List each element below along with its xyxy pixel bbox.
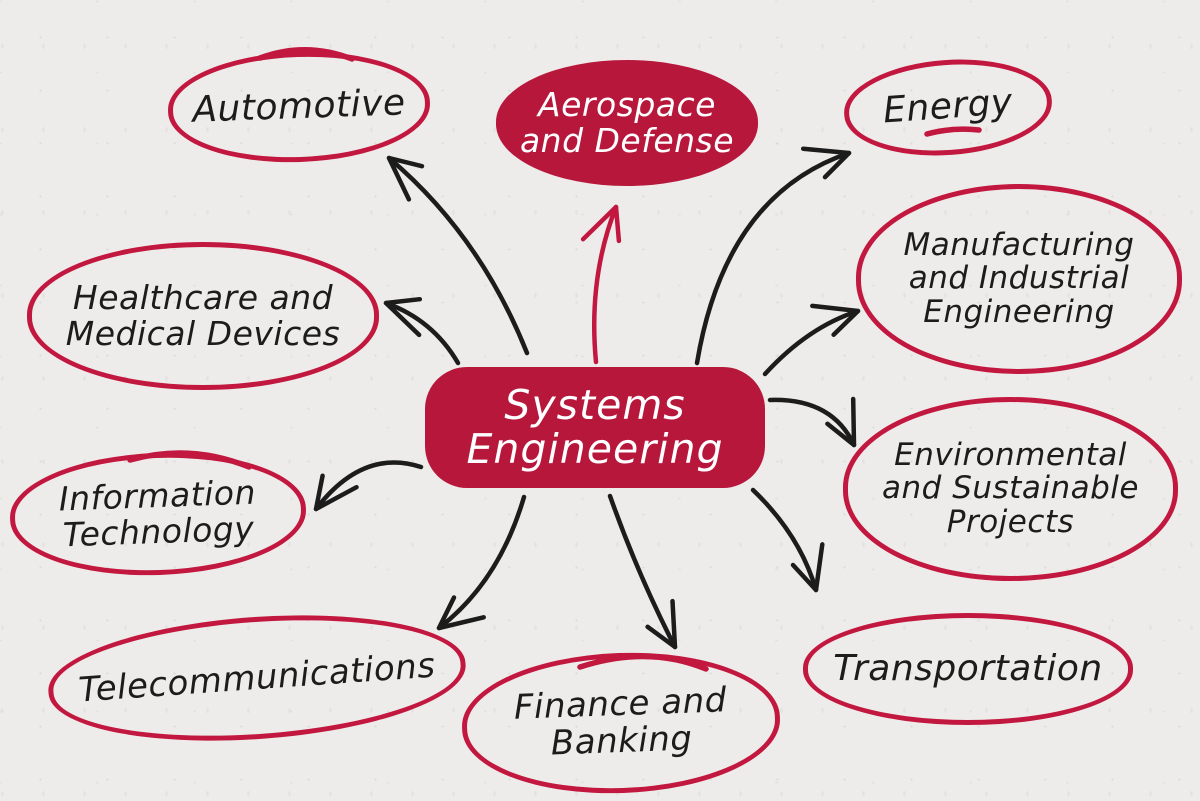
node-environmental-label: Environmental and Sustainable Projects (882, 436, 1139, 540)
node-energy: Energy (840, 52, 1056, 163)
node-it-label: Information Technology (58, 472, 257, 555)
arrow-to-finance (607, 493, 678, 650)
node-environmental-and-sustainable-projects: Environmental and Sustainable Projects (843, 397, 1178, 581)
arrow-to-aerospace (591, 204, 619, 365)
node-energy-label: Energy (881, 81, 1015, 132)
node-finance-label: Finance and Banking (513, 680, 728, 764)
node-systems-engineering-label: Systems Engineering (466, 381, 724, 473)
node-finance-and-banking: Finance and Banking (459, 647, 783, 799)
arrow-to-automotive (386, 155, 530, 356)
arrow-to-automotive-head (386, 155, 425, 202)
node-information-technology: Information Technology (7, 447, 309, 581)
arrow-to-it (313, 460, 424, 512)
arrow-to-finance-head (645, 598, 678, 650)
node-telecommunications: Telecommunications (44, 602, 470, 754)
node-automotive-label: Automotive (191, 81, 407, 131)
arrow-to-telecom (436, 494, 527, 631)
arrow-to-aerospace-head (580, 204, 622, 244)
arrow-to-healthcare (383, 300, 461, 366)
node-transportation: Transportation (803, 613, 1133, 725)
arrow-to-transportation (750, 487, 819, 593)
arrow-to-environmental-head (825, 396, 857, 448)
node-aerospace-and-defense: Aerospace and Defense (496, 60, 758, 186)
arrow-to-energy-head (800, 146, 852, 180)
node-aerospace-label: Aerospace and Defense (519, 85, 735, 160)
arrow-to-healthcare-head (383, 296, 423, 338)
node-healthcare-and-medical-devices: Healthcare and Medical Devices (27, 242, 379, 390)
arrow-to-environmental (767, 397, 857, 448)
node-transportation-label: Transportation (833, 647, 1103, 689)
arrow-to-it-head (313, 473, 359, 512)
arrow-to-energy (694, 150, 852, 366)
arrow-to-manufacturing (762, 308, 861, 377)
arrow-to-transportation-head (790, 542, 825, 593)
node-manufacturing-label: Manufacturing and Industrial Engineering (903, 226, 1135, 330)
node-systems-engineering: Systems Engineering (425, 367, 765, 488)
node-telecom-label: Telecommunications (77, 645, 437, 711)
arrow-to-manufacturing-head (810, 303, 861, 337)
node-healthcare-label: Healthcare and Medical Devices (65, 278, 341, 353)
node-manufacturing-and-industrial-engineering: Manufacturing and Industrial Engineering (856, 184, 1182, 374)
node-automotive: Automotive (166, 47, 432, 167)
arrow-to-telecom-head (436, 595, 486, 631)
